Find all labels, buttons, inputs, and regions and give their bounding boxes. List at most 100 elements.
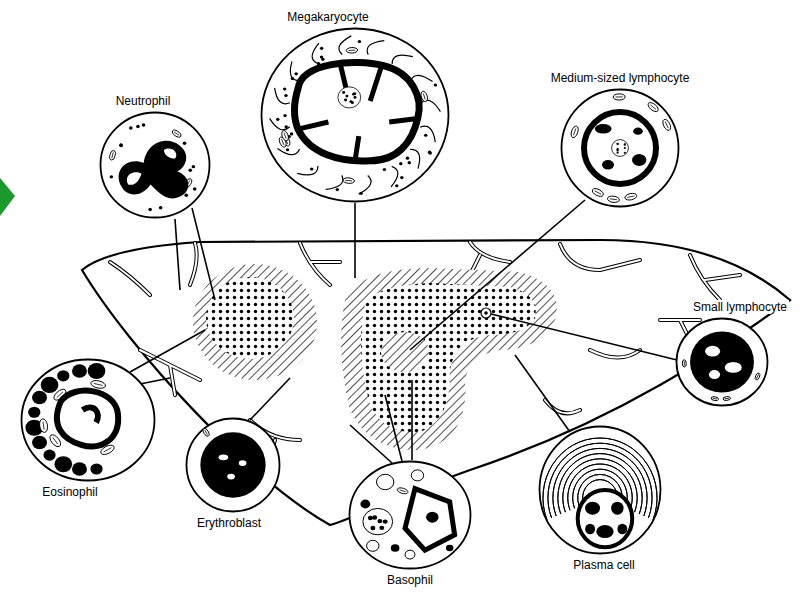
germinal-centre [361,283,536,432]
eosinophil-granule [88,363,106,379]
cell-name: Small lymphocyte [691,300,789,314]
nucleolus-granule [624,144,626,146]
cell-name: Eosinophil [40,485,99,499]
leader-line [250,378,290,420]
vacuole [367,540,379,551]
mitochondrion [754,372,761,380]
vacuole [405,550,415,559]
leader-line [192,208,215,300]
mitochondrion [171,129,182,139]
cell-outline [560,88,680,208]
vacuole [377,474,394,489]
tubule [312,43,319,63]
cell-illustration: Small lymphocyte [675,317,769,407]
chromatin [633,128,643,135]
granule [406,157,409,160]
chromatin [611,502,623,515]
granule [192,165,196,168]
inclusion-granule [383,519,388,523]
tubule [359,175,371,194]
inclusion-granule [377,519,382,523]
lymphocyte-marker [484,311,488,315]
cell-contents [25,363,118,476]
granule [336,188,339,191]
basophil-granule [446,545,453,552]
granule [395,184,398,187]
nucleus [57,391,118,447]
nucleolus-granule [352,93,355,96]
tubule [410,75,432,81]
eosinophil-granule [90,463,102,474]
granule [119,143,123,146]
cell-contents [682,331,761,401]
tubule [270,118,290,129]
eosinophil-granule [57,370,69,381]
nucleolus-granule [616,143,618,145]
granule [188,169,192,172]
nucleus [294,63,419,161]
granule [286,148,289,151]
tubule [420,126,435,142]
granule [428,151,431,154]
nodule-mantle [341,268,557,450]
leader-line [350,425,392,463]
cell-membrane [101,113,210,218]
eosinophil-granule [32,436,47,450]
granule [159,206,163,209]
nucleolus-granule [624,152,626,154]
leader-line [140,378,170,384]
leader-line [175,219,180,290]
mitochondrion [396,487,408,495]
eosinophil-granule [43,449,55,460]
lymphocyte-marker [481,308,491,318]
mitochondrion [661,118,672,132]
cell-contents [270,36,441,195]
cell-illustration: Megakaryocyte [260,27,450,203]
eosinophil-granule [28,407,40,418]
tubule [275,88,290,104]
mitochondrion [281,130,290,142]
granule [148,208,152,211]
nucleolus-granule [617,148,619,150]
tubule [392,55,413,64]
inclusion-granule [372,515,377,519]
cell-membrane [22,360,155,481]
green-arrow-fragment [0,178,15,216]
leader-line [354,203,356,278]
granule [136,125,140,128]
mitochondrion [570,125,580,138]
cell-illustration: Neutrophil [99,111,211,219]
euchromatin [239,460,247,466]
chromatin-gap [127,148,176,184]
basophil-granule [391,544,400,552]
leader-line [410,200,585,350]
nuclear-lobe [298,62,418,161]
cell-outline [99,111,211,219]
granule [183,142,187,145]
cell-membrane [262,29,449,202]
inclusion-granule [370,526,375,530]
inclusion-granule [379,526,384,530]
eosinophil-granule [32,391,47,405]
cell-name: Erythroblast [195,516,263,530]
granule [358,40,361,43]
mitochondrion [682,360,686,367]
nucleus [405,489,455,551]
granule [320,47,323,50]
cell-name: Medium-sized lymphocyte [549,71,692,85]
nucleolus-granule [617,149,619,151]
cell-outline [538,425,662,555]
nucleolus [338,87,361,108]
nucleolus-granule [617,143,619,145]
nodule-mantle [193,264,317,380]
granule [408,161,411,164]
cell-contents [200,427,265,497]
basophil-granule [360,500,370,509]
granule [291,77,294,80]
nucleolus-granule [342,91,345,94]
cell-illustration: Basophil [348,460,472,570]
granule [284,94,287,97]
cell-illustration: Plasma cell [538,425,662,555]
leader-line [411,380,413,460]
nucleolus-granule [624,143,626,145]
